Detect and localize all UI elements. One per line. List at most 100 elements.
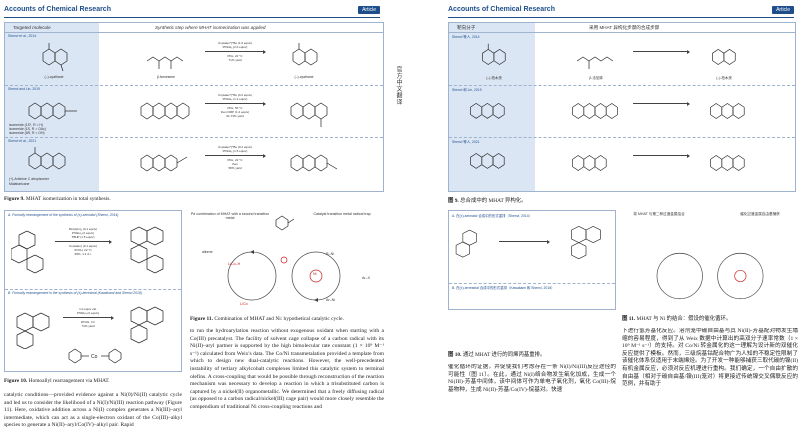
row3-start-structure bbox=[135, 145, 195, 181]
figure-11-cn: 将 MHAT 与第二种过渡金属结合 催化过渡金属自由基捕获 bbox=[622, 210, 798, 314]
row1-product-name-cn: (–)-柏木烷 bbox=[716, 76, 732, 80]
col-step-header-cn: 采用 MHAT 异构化步骤的合成步骤 bbox=[589, 25, 660, 30]
row3-ref-cn: Shenvi 等人, 2021 bbox=[452, 140, 480, 144]
cyathane-product-structure-cn bbox=[705, 39, 739, 73]
row1-conditions-b: PhH, 22 °C 71% yield bbox=[227, 54, 243, 62]
seimatol-start-structure-cn bbox=[455, 225, 491, 269]
fig11-substrate-structure bbox=[272, 210, 296, 234]
cyathane-structure bbox=[35, 39, 71, 73]
fig11-label-ni: Ni bbox=[313, 272, 317, 276]
farnesene-structure-cn bbox=[575, 41, 615, 71]
row1-ref: Shenvi et al., 2014 bbox=[8, 34, 37, 38]
col-target-header: Targeted molecule bbox=[13, 25, 51, 30]
journal-header: Accounts of Chemical Research Article bbox=[4, 6, 380, 18]
row1-start-name: β-farnesene bbox=[156, 75, 176, 79]
fig11-title-left: Pd combination of MHAT with a second tra… bbox=[190, 212, 270, 220]
fig11-title-left-cn: 将 MHAT 与第二种过渡金属结合 bbox=[633, 212, 685, 216]
figure-11-caption: Figure 11. Combination of MHAT and Ni: h… bbox=[190, 316, 344, 322]
row3-target-name: (+)-Arbinine C atropisomer bbox=[9, 177, 50, 181]
row2-arrow-cn bbox=[633, 101, 690, 106]
row1-target-name-cn: (–)-柏木烷 bbox=[486, 76, 502, 80]
row2-product-structure bbox=[285, 91, 345, 131]
fig11-title-right-cn: 催化过渡金属自由基捕获 bbox=[740, 212, 780, 216]
body-text-col2: to run the hydroarylation reaction witho… bbox=[190, 328, 384, 410]
journal-title-cn: Accounts of Chemical Research bbox=[448, 6, 555, 13]
figure-11: Pd combination of MHAT with a second tra… bbox=[190, 210, 384, 314]
farnesene-structure bbox=[145, 41, 185, 71]
fig11-title-right: Catalyst transition metal radical trap bbox=[313, 212, 371, 216]
row1-arrow-cn bbox=[633, 49, 690, 54]
row1-arrow bbox=[205, 49, 266, 54]
row1-start-name-cn: β-法尼烯 bbox=[589, 76, 603, 80]
figure-10: A. Formally rearrangement of the synthes… bbox=[4, 210, 182, 372]
col-step-header: Synthetic step where MHAT isomerization … bbox=[155, 25, 266, 30]
fig10-sub-a-cn: A. 在(±)-seimatol 合成中的形式重排（Shenvi, 2014） bbox=[452, 214, 533, 218]
catalyst-structure: Co bbox=[65, 341, 125, 369]
row2-start-structure bbox=[135, 91, 195, 131]
fig10-sub-b: B. Formally rearrangement in the synthes… bbox=[8, 291, 142, 295]
fig10-arrow-a-cn bbox=[499, 239, 550, 244]
row3-product-structure bbox=[285, 143, 345, 183]
row1-conditions: Co(salen*)*Bu (1.0 equiv) PhSiH₃ (2.0 eq… bbox=[217, 41, 253, 49]
row3-conditions-b: PhH, 22 °C then 58% yield bbox=[227, 158, 243, 170]
figure-11-caption-cn: 图 11. MHAT 与 Ni 的结合：假设的催化循环。 bbox=[622, 316, 732, 322]
body-text-col2-cn: 下进行氢芳基化反应。溶剂笼中碳自由基与其 Ni(II)-芳基配对物发生塌缩的容易… bbox=[622, 328, 798, 388]
seimatol-product-structure bbox=[117, 221, 177, 281]
fig11-catalytic-cycle bbox=[227, 250, 341, 302]
row2-conditions-b: PhH, 50 °C then DMP (1.2 equiv) 61-73% y… bbox=[220, 106, 250, 118]
fig11-label-rni: R–Ni bbox=[326, 252, 334, 256]
isomeride-structure-cn bbox=[465, 93, 521, 125]
seimatol-start-structure bbox=[11, 225, 51, 277]
chinese-page: Accounts of Chemical Research Article 靶向… bbox=[444, 0, 800, 446]
row1-ref-cn: Shenvi 等人, 2014 bbox=[452, 35, 480, 39]
figure-9-cn: 靶向分子 采用 MHAT 异构化步骤的合成步骤 Shenvi 等人, 2014 … bbox=[448, 22, 796, 192]
svg-text:Co: Co bbox=[91, 354, 98, 360]
fig10-cond-a: Mn(dpm)₃ (0.1 equiv) PhSiH₃ (2 equiv) TB… bbox=[68, 227, 98, 239]
row2-target-labels: isomeride (1S*, R = H) isomeride (1S, R … bbox=[9, 123, 46, 135]
body-text-col1-cn: 催化循环的证据，并促使我们考虑存在一条 Ni(I)/Ni(III)反应途径的可能… bbox=[448, 364, 616, 393]
row3-arrow-cn bbox=[633, 153, 690, 158]
figure-10-cn: A. 在(±)-seimatol 合成中的形式重排（Shenvi, 2014） … bbox=[448, 210, 616, 310]
cyathane-structure-cn bbox=[475, 39, 509, 73]
row3-ref: Shenvi et al., 2021 bbox=[8, 139, 37, 143]
row2-start-structure-cn bbox=[567, 91, 623, 131]
figure-9: Targeted molecule Synthetic step where M… bbox=[4, 22, 384, 192]
fig11-label-arni: Ar–Ni bbox=[326, 298, 335, 302]
row3-target-sub: Malabaricane bbox=[9, 182, 30, 186]
row2-conditions: Co(salen*)*Bu (0.2 equiv) PhSiH₃ (1.2 eq… bbox=[217, 93, 253, 101]
article-badge: Article bbox=[358, 6, 380, 14]
terrestrial-product-structure bbox=[121, 301, 175, 351]
article-badge-cn: Article bbox=[772, 6, 794, 14]
fig11-label-arx: Ar–X bbox=[362, 276, 370, 280]
row3-start-structure-cn bbox=[567, 145, 623, 181]
seimatol-product-structure-cn bbox=[559, 221, 613, 275]
fig10-cond-b: 1.0 equiv cat. PhSiH₃ (2 equiv) bbox=[76, 307, 100, 315]
fig10-arrow-b bbox=[63, 315, 114, 320]
arbinine-structure bbox=[23, 145, 83, 175]
gutter-label: 官方中文翻译 bbox=[395, 66, 401, 105]
fig10-sub-a: A. Formally rearrangement of the synthes… bbox=[8, 213, 119, 217]
col-target-header-cn: 靶向分子 bbox=[457, 25, 476, 30]
row2-ref-cn: Shenvi 和 Lin, 2019 bbox=[452, 88, 482, 92]
page-gutter bbox=[386, 0, 444, 446]
row3-arrow bbox=[205, 153, 266, 158]
target-panel-cn bbox=[449, 23, 535, 191]
row1-product-name: (–)-cyathane bbox=[294, 75, 314, 79]
fig11-label-co: L/Co bbox=[240, 302, 248, 306]
fig10-cond-a-b: Co(salen) (0.1 equiv) iPrOH, 22 °C 65%, … bbox=[68, 244, 97, 256]
row2-arrow bbox=[205, 101, 266, 106]
row1-target-name: (–)-cyathane bbox=[44, 75, 64, 79]
row2-ref: Shenvi and Lin, 2019 bbox=[8, 87, 40, 91]
fig11-catalytic-cycle-cn bbox=[656, 252, 764, 300]
figure-9-caption-cn: 图 9. 总合成中的 MHAT 异构化。 bbox=[448, 198, 527, 204]
row3-conditions: Co(salen*)*Bu (0.2 equiv) PhSiH₃ (1.5 eq… bbox=[217, 145, 253, 153]
arbinine-structure-cn bbox=[465, 145, 521, 175]
isomeride-structure bbox=[23, 93, 83, 125]
row3-product-structure-cn bbox=[705, 143, 761, 183]
english-page: Accounts of Chemical Research Article Ta… bbox=[0, 0, 386, 446]
fig10-sub-b-cn: B. 在(±)-terrestrial 合成中的形式重排（Kawakami 和 … bbox=[452, 286, 555, 290]
row2-product-structure-cn bbox=[705, 91, 761, 131]
cyathane-product-structure bbox=[285, 39, 321, 73]
figure-9-caption: Figure 9. MHAT isomerization in total sy… bbox=[4, 196, 111, 202]
fig10-cond-b-b: iPrOH, 4 h 74% yield bbox=[80, 320, 95, 328]
